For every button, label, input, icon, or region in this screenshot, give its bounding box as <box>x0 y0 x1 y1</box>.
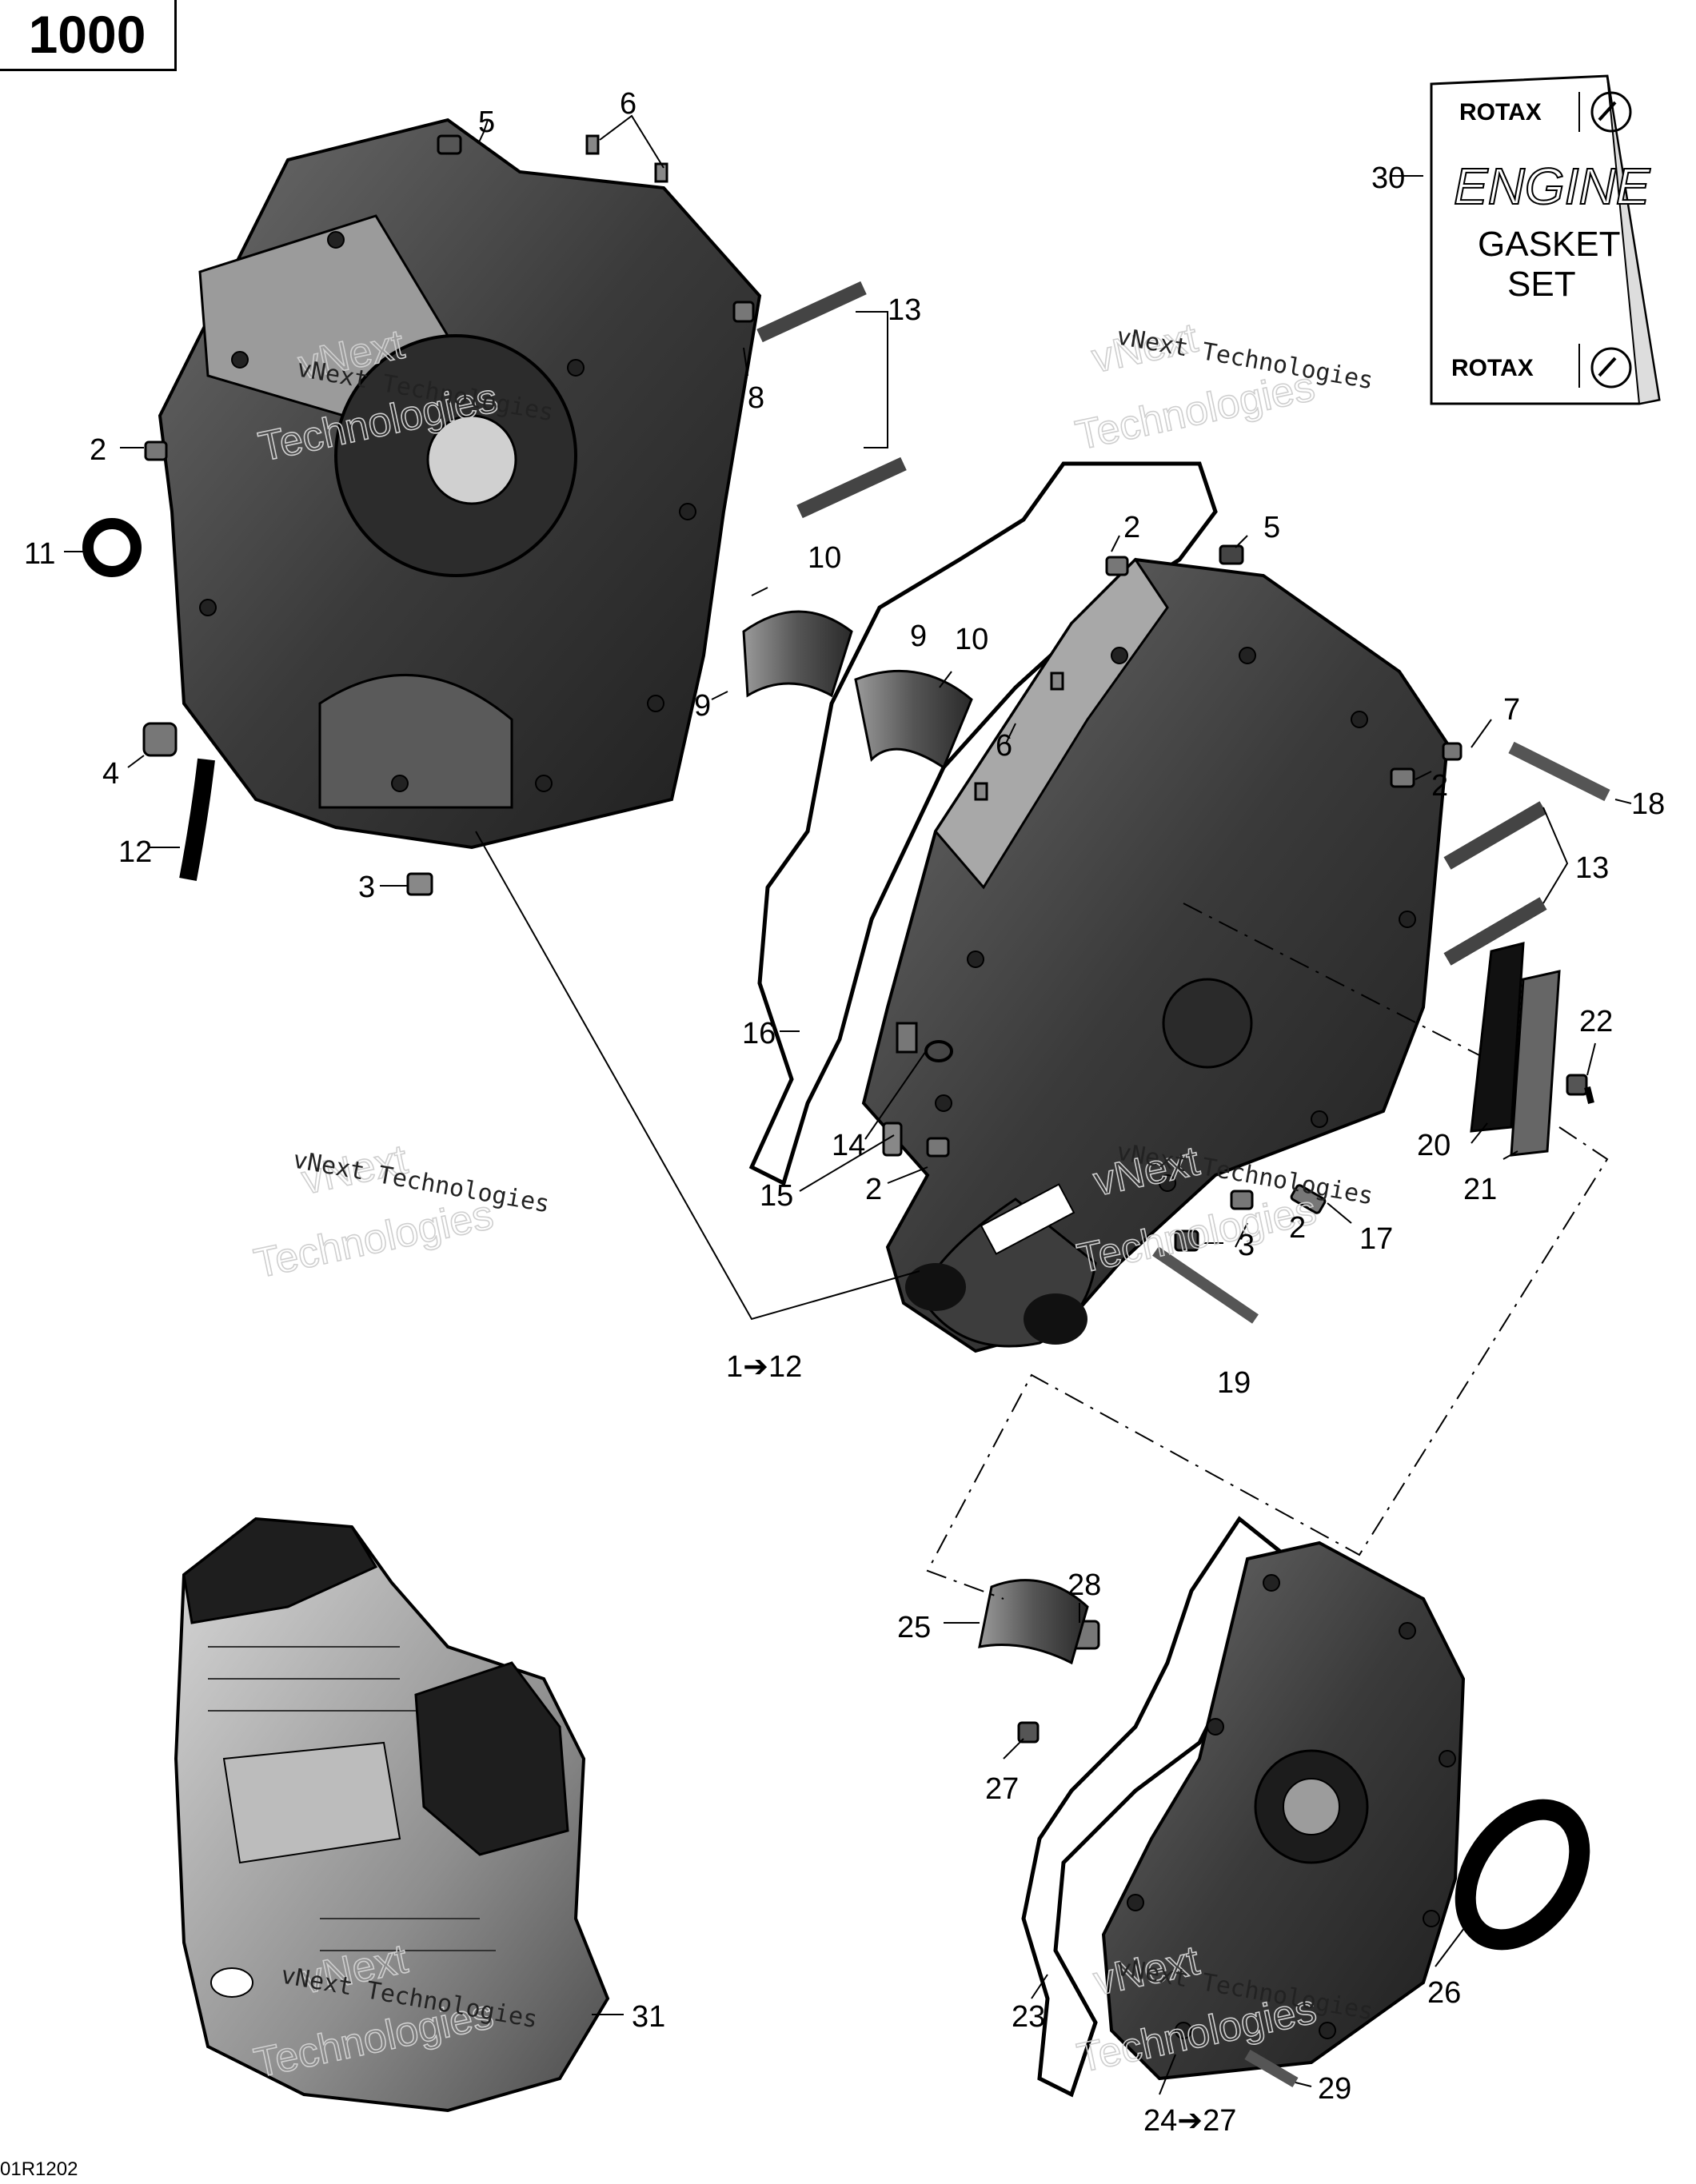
gasket-set-tag: ROTAX ENGINE GASKET SET ROTAX <box>1430 74 1661 405</box>
callout-18: 18 <box>1631 787 1665 821</box>
callout-31: 31 <box>632 2000 665 2034</box>
callout-2: 2 <box>1123 511 1140 544</box>
callout-11: 11 <box>24 537 55 571</box>
callout-2: 2 <box>865 1173 882 1206</box>
watermark-brand2: Technologies <box>250 1192 497 1288</box>
callout-14: 14 <box>832 1129 865 1162</box>
engine-assembly-31 <box>174 1516 610 2113</box>
gasket-tag-line1: ENGINE <box>1454 157 1651 215</box>
gasket-tag-line3: SET <box>1507 265 1576 304</box>
dash-dot-reference-lines <box>926 903 1609 1600</box>
callout-29: 29 <box>1318 2072 1351 2106</box>
crankcase-cover <box>1021 1516 1466 2098</box>
callout-3: 3 <box>358 871 375 904</box>
gasket-tag-brand-top: ROTAX <box>1459 99 1542 126</box>
callout-5: 5 <box>478 106 495 139</box>
callout-9: 9 <box>694 689 711 723</box>
callout-27: 27 <box>985 1772 1019 1806</box>
callout-19: 19 <box>1217 1366 1251 1400</box>
rotax-gauge-icon <box>1590 91 1632 133</box>
gasket-tag-brand-bottom: ROTAX <box>1451 355 1534 381</box>
callout-3: 3 <box>1238 1229 1255 1262</box>
rotax-gauge-icon <box>1590 347 1632 389</box>
oil-seal-26 <box>1455 1799 1590 1951</box>
left-crankcase-half <box>158 118 762 850</box>
model-badge: 1000 <box>0 0 177 71</box>
right-crankcase-half <box>861 557 1450 1353</box>
callout-16: 16 <box>742 1017 776 1050</box>
callout-2: 2 <box>1289 1211 1306 1245</box>
callout-25: 25 <box>897 1611 931 1644</box>
leader-lines <box>64 114 1632 2095</box>
callout-6: 6 <box>996 729 1012 763</box>
callout-7: 7 <box>1503 693 1520 727</box>
callout-17: 17 <box>1359 1222 1393 1256</box>
gasket-tag-line2: GASKET <box>1478 225 1621 264</box>
callout-13: 13 <box>888 293 921 327</box>
callout-9: 9 <box>910 620 927 653</box>
callout-28: 28 <box>1067 1568 1101 1602</box>
callout-8: 8 <box>748 381 764 415</box>
callout-6: 6 <box>620 87 636 121</box>
callout-5: 5 <box>1263 511 1280 544</box>
callout-13: 13 <box>1575 851 1609 885</box>
callout-23: 23 <box>1012 2000 1045 2034</box>
callout-21: 21 <box>1463 1173 1497 1206</box>
callout-20: 20 <box>1417 1129 1451 1162</box>
callout-2: 2 <box>1431 769 1448 803</box>
callout-labels: 5 6 13 8 30 2 11 10 9 9 10 2 5 6 4 12 3 … <box>24 87 1665 2138</box>
callout-24-to-27: 24➔27 <box>1143 2104 1236 2138</box>
callout-1-to-12: 1➔12 <box>726 1350 802 1384</box>
callout-4: 4 <box>102 757 119 791</box>
callout-22: 22 <box>1579 1005 1613 1038</box>
callout-30: 30 <box>1371 161 1405 195</box>
callout-15: 15 <box>760 1179 793 1213</box>
document-code: 01R1202 <box>0 2158 78 2180</box>
callout-2: 2 <box>90 433 106 467</box>
callout-10: 10 <box>955 623 988 656</box>
callout-12: 12 <box>118 835 152 869</box>
callout-10: 10 <box>808 541 841 575</box>
callout-26: 26 <box>1427 1976 1461 2010</box>
